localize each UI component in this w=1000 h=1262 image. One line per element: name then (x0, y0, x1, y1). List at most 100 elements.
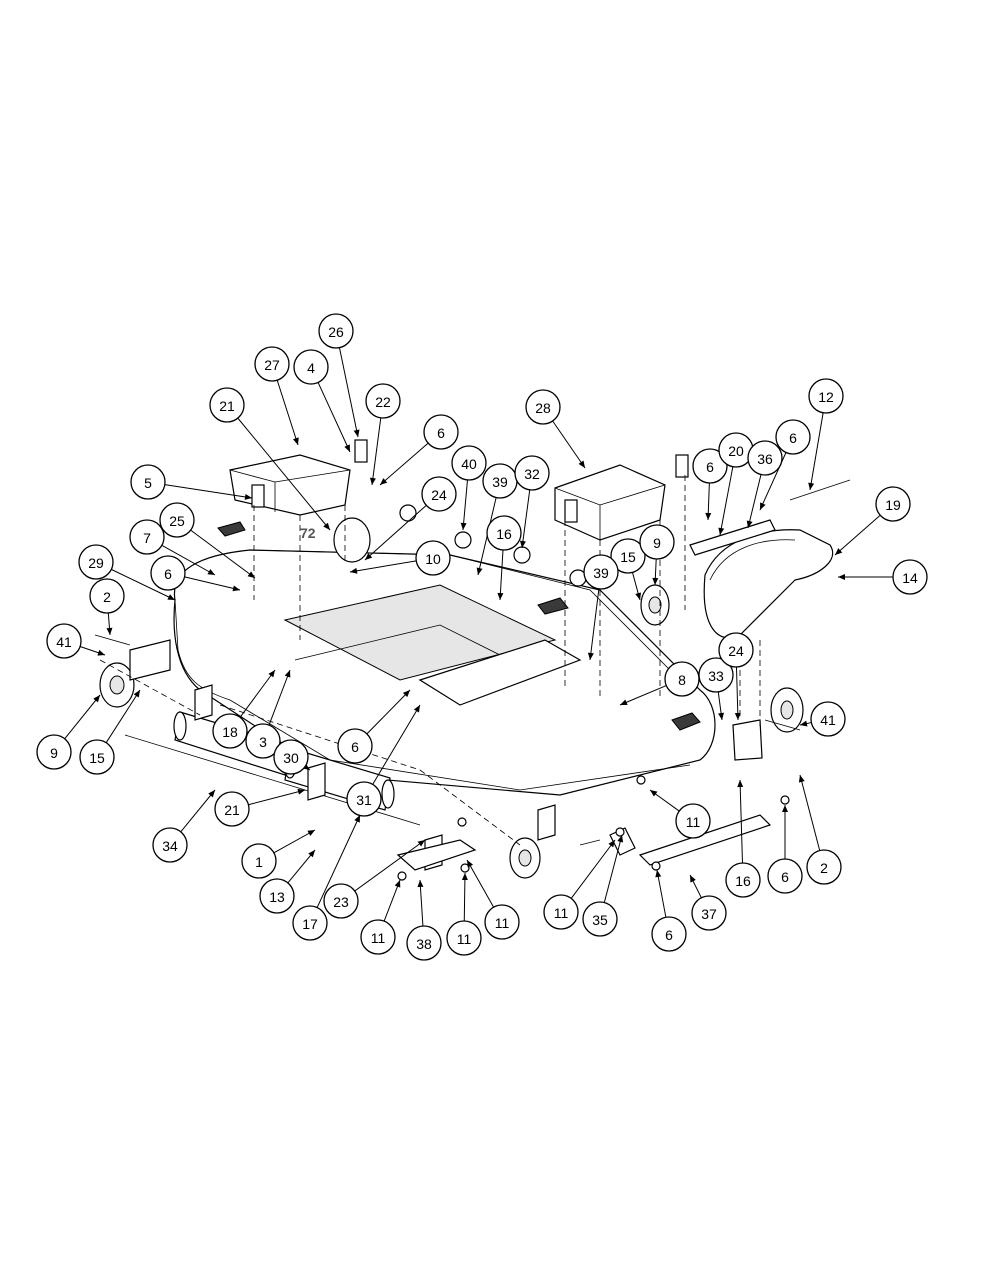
callout-arrowhead (284, 670, 291, 678)
callout-arrowhead (344, 444, 350, 452)
callout-leader (161, 544, 216, 576)
callout-leader (105, 689, 141, 743)
callout-label: 26 (328, 324, 344, 340)
callout-label: 25 (169, 513, 185, 529)
callout-label: 2 (103, 589, 111, 605)
callout-circle (810, 701, 846, 737)
callout-leader (747, 474, 762, 529)
callout-label: 39 (492, 474, 508, 490)
callout-13: 13 (259, 849, 316, 914)
callout-35: 35 (582, 834, 624, 937)
callout-38: 38 (406, 879, 442, 961)
callout-arrowhead (587, 652, 594, 660)
callout-circle (892, 559, 928, 595)
callout-label: 6 (706, 459, 714, 475)
callout-circle (747, 440, 783, 476)
callout-18: 18 (212, 669, 276, 749)
callout-leader (248, 789, 306, 806)
callout-11: 11 (360, 879, 401, 955)
callout-label: 6 (437, 425, 445, 441)
callout-leader (499, 549, 504, 601)
callout-9: 9 (639, 524, 675, 586)
callout-11: 11 (543, 839, 616, 930)
callout-41: 41 (799, 701, 846, 737)
callout-arrowhead (293, 437, 299, 445)
callout-label: 41 (56, 634, 72, 650)
callout-leader (371, 417, 382, 486)
callout-arrowhead (718, 712, 725, 720)
callout-21: 21 (214, 788, 306, 827)
callout-circle (36, 734, 72, 770)
assembly-lines (99, 475, 761, 846)
callout-leader (619, 685, 667, 706)
callout-label: 18 (222, 724, 238, 740)
callout-33: 33 (698, 657, 734, 721)
callout-label: 28 (535, 400, 551, 416)
callout-34: 34 (152, 789, 216, 863)
callout-circle (514, 455, 550, 491)
callout-arrowhead (323, 522, 330, 530)
decal-badge-right (671, 712, 701, 731)
callout-15: 15 (610, 538, 646, 601)
callout-arrowhead (460, 522, 467, 530)
callout-label: 6 (665, 927, 673, 943)
caster-wheel-right (732, 687, 804, 761)
callout-circle (150, 555, 186, 591)
callout-6: 6 (337, 689, 411, 764)
brackets (194, 684, 636, 871)
callout-arrowhead (652, 577, 659, 585)
callout-41: 41 (46, 623, 106, 659)
belt-cover-left (229, 454, 351, 516)
callout-label: 2 (820, 860, 828, 876)
callout-arrowhead (247, 571, 255, 578)
callout-arrowhead (413, 705, 420, 713)
callout-5: 5 (130, 464, 253, 500)
callout-label: 6 (781, 869, 789, 885)
callout-circle (692, 448, 728, 484)
callout-leader (799, 774, 821, 851)
callout-6: 6 (379, 414, 459, 486)
callout-leader (276, 380, 299, 446)
callout-leader (239, 669, 276, 718)
callout-leader (111, 568, 176, 601)
callout-arrowhead (244, 493, 252, 500)
callout-22: 22 (365, 383, 401, 486)
callout-leader (354, 839, 426, 892)
callout-circle (318, 313, 354, 349)
callout-label: 29 (88, 555, 104, 571)
callout-label: 15 (89, 750, 105, 766)
callout-arrowhead (97, 649, 105, 656)
callout-arrowhead (519, 540, 526, 548)
callout-arrowhead (93, 695, 100, 703)
callout-circle (78, 544, 114, 580)
callout-arrowhead (307, 830, 315, 837)
callout-circle (337, 728, 373, 764)
callout-leader (759, 452, 787, 511)
callout-circle (365, 383, 401, 419)
callout-leader (466, 859, 495, 908)
callout-31: 31 (346, 704, 421, 817)
callout-arrowhead (838, 574, 845, 580)
callout-32: 32 (514, 455, 550, 549)
callout-label: 17 (302, 916, 318, 932)
callout-11: 11 (446, 872, 482, 956)
callout-leader (190, 529, 256, 579)
callout-label: 23 (333, 894, 349, 910)
callout-6: 6 (759, 419, 811, 511)
callout-arrowhead (705, 512, 712, 520)
callout-4: 4 (293, 349, 351, 453)
callout-leader (463, 872, 466, 922)
callout-circle (484, 904, 520, 940)
callout-arrowhead (369, 477, 376, 485)
callout-label: 7 (143, 530, 151, 546)
callout-leader (64, 694, 101, 740)
caster-wheel-left (99, 639, 171, 708)
callout-label: 13 (269, 889, 285, 905)
callout-leader (383, 879, 401, 922)
callout-leader (379, 442, 429, 486)
callout-circle (525, 389, 561, 425)
callout-arrowhead (578, 460, 585, 468)
callout-circle (806, 849, 842, 885)
callout-leader (834, 514, 881, 556)
